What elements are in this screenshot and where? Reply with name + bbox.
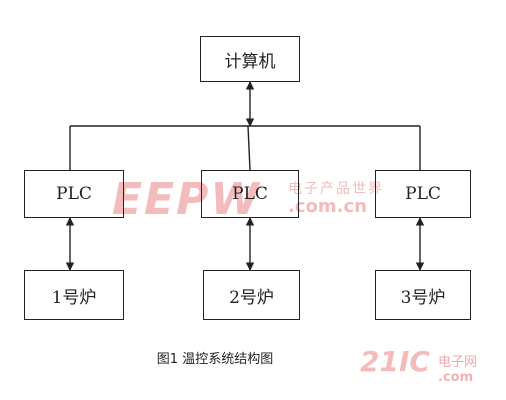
furnace-node-2: 2号炉 xyxy=(203,270,300,320)
21ic-watermark-chinese: 电子网 xyxy=(438,355,478,370)
21ic-watermark-logo: 21IC xyxy=(360,345,430,378)
eepw-watermark-chinese: 电子产品世界 xyxy=(288,181,384,197)
figure-caption: 图1 温控系统结构图 xyxy=(156,352,274,367)
computer-node: 计算机 xyxy=(200,36,300,82)
furnace-node-1: 1号炉 xyxy=(24,270,124,320)
21ic-watermark-url: .com xyxy=(438,370,474,385)
plc-node-2: PLC xyxy=(201,170,299,218)
bus-drop-plc-2 xyxy=(247,125,251,171)
eepw-watermark-url: .com.cn xyxy=(288,196,367,217)
eepw-watermark-logo: EEPW xyxy=(112,174,261,225)
furnace-node-3: 3号炉 xyxy=(375,270,471,320)
plc-node-1: PLC xyxy=(24,170,124,218)
plc-node-3: PLC xyxy=(375,170,471,218)
